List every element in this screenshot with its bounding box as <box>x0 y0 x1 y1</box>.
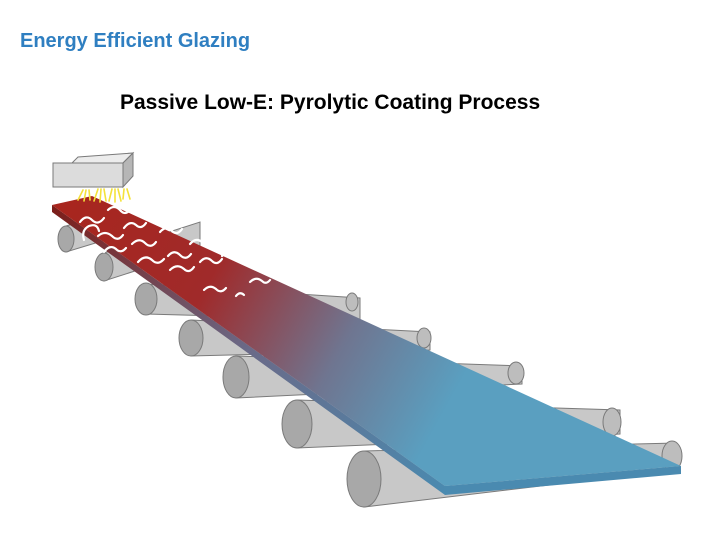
glass-ribbon-top <box>52 196 681 486</box>
spray-jets <box>77 188 131 203</box>
coating-vapor <box>78 205 272 298</box>
coating-head <box>52 151 135 189</box>
glass-ribbon-edge <box>52 205 681 495</box>
slide-title: Passive Low-E: Pyrolytic Coating Process <box>120 91 541 114</box>
section-title: Energy Efficient Glazing <box>20 30 251 52</box>
glass-ribbon <box>52 196 681 495</box>
